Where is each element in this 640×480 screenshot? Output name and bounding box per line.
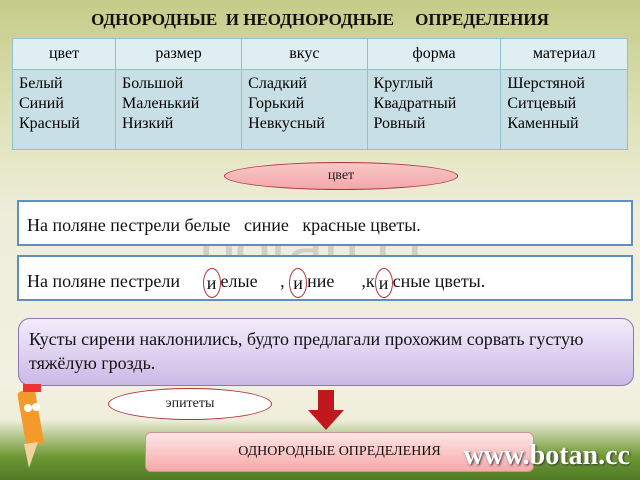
conjunction-circle: и <box>374 267 393 298</box>
conjunction-circle: и <box>202 267 221 298</box>
site-watermark: www.botan.cc <box>463 440 630 471</box>
epithets-oval: эпитеты <box>108 388 272 420</box>
table-header: вкус <box>241 38 368 70</box>
conjunction-circle: и <box>289 267 308 298</box>
table-header: размер <box>115 38 243 70</box>
table-header: материал <box>500 38 628 70</box>
table-header: цвет <box>11 38 117 70</box>
table-header: форма <box>366 38 502 70</box>
color-label-oval: цвет <box>224 162 458 190</box>
sentence-box-1: На поляне пестрели белые синие красные ц… <box>17 200 633 246</box>
sentence-box-3: Кусты сирени наклонились, будто предлага… <box>18 318 634 386</box>
slide-title: ОДНОРОДНЫЕ И НЕОДНОРОДНЫЕ ОПРЕДЕЛЕНИЯ <box>91 10 549 29</box>
conclusion-box: ОДНОРОДНЫЕ ОПРЕДЕЛЕНИЯ <box>145 432 534 472</box>
down-arrow-icon <box>308 390 344 430</box>
pencil-mascot-icon <box>17 384 44 468</box>
